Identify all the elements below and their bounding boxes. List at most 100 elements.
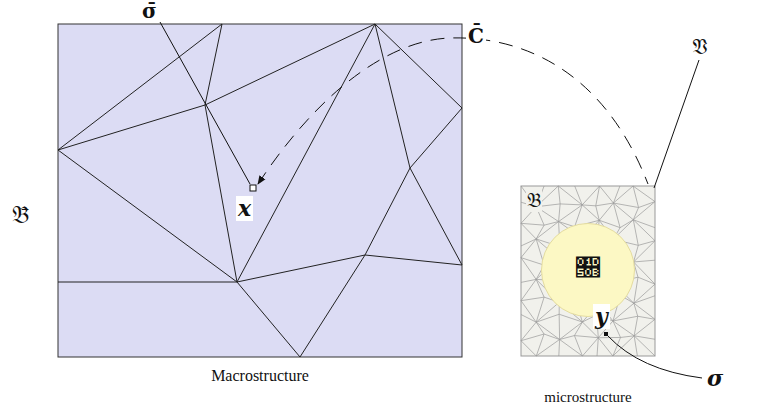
mesh-edge [582, 205, 599, 220]
mesh-edge [613, 203, 633, 220]
inclusion-circle: 𝔋 [541, 223, 635, 317]
mesh-edge [58, 24, 222, 150]
mesh-edge [613, 336, 634, 356]
mesh-edge [521, 239, 536, 258]
inclusion-shape [542, 224, 635, 317]
caption-label: Macrostructure [209, 367, 311, 385]
macrostructure-body: 𝔅̄Macrostructure [58, 24, 462, 357]
tangent-symbol: C̄ [466, 25, 486, 48]
mesh-edge [560, 203, 582, 205]
mesh-edge [639, 202, 655, 208]
inclusion-symbol: 𝔋 [575, 255, 601, 283]
mesh-edge [205, 24, 222, 105]
mesh-edge [410, 108, 462, 168]
mesh-edge [558, 186, 560, 204]
mesh-edge [544, 334, 560, 339]
stress-symbol: σ [705, 366, 725, 391]
mesh-edge [559, 205, 583, 222]
mesh-edge [559, 314, 560, 339]
mesh-edge [633, 220, 655, 241]
mesh-edge [599, 203, 613, 220]
mesh-edge [58, 150, 237, 282]
mesh-edge [58, 105, 205, 150]
body-symbol: 𝔅 [526, 189, 542, 212]
mesh-edge [613, 321, 634, 336]
mesh-edge [634, 241, 655, 262]
mesh-edge [575, 186, 582, 205]
mesh-edge [521, 258, 536, 280]
mesh-edge [237, 24, 375, 282]
mesh-edge [582, 338, 598, 356]
body-symbol: 𝔅̄ [10, 202, 31, 230]
mesh-edge [634, 260, 655, 262]
mesh-edge [536, 334, 544, 356]
scale-link-curve [258, 38, 648, 184]
mesh-edge [521, 223, 544, 225]
mesh-edge [560, 322, 583, 339]
macro-mesh [58, 24, 462, 357]
material-point [250, 185, 256, 191]
micro-point [604, 332, 608, 336]
mesh-edge [634, 262, 655, 284]
mesh-edge [558, 186, 582, 205]
mesh-edge [521, 279, 536, 282]
mesh-edge [613, 203, 638, 207]
mesh-edge [633, 220, 655, 228]
mesh-edge [613, 203, 620, 228]
mesh-edge [634, 277, 638, 303]
point-label: y [593, 304, 610, 329]
mesh-edge [633, 202, 655, 220]
micro-mesh [521, 186, 655, 356]
caption-label: microstructure [542, 389, 633, 406]
mesh-edge [634, 296, 655, 303]
mesh-edge [536, 339, 559, 356]
mesh-edge [621, 336, 635, 338]
mesh-edge [365, 255, 462, 265]
mesh-edge [613, 316, 638, 321]
mesh-edge [574, 322, 582, 336]
mesh-edge [634, 336, 655, 356]
mesh-edge [634, 284, 655, 303]
mesh-edge [521, 297, 544, 301]
mesh-edge [58, 282, 237, 283]
mesh-edge [365, 168, 410, 255]
mesh-edge [521, 341, 536, 356]
mesh-edge [536, 322, 544, 334]
mesh-edge [521, 279, 536, 300]
mesh-edge [596, 186, 600, 206]
mesh-edge [521, 301, 536, 323]
mesh-edge [536, 302, 559, 322]
mesh-edge [300, 255, 365, 357]
leader-line [654, 60, 699, 188]
mesh-edge [521, 322, 536, 341]
mesh-edge [596, 206, 600, 220]
mesh-edge [634, 316, 638, 336]
mesh-edge [638, 316, 655, 319]
mesh-edge [521, 239, 536, 246]
mesh-edge [600, 186, 614, 203]
mesh-edge [521, 334, 544, 341]
leader-line [608, 336, 702, 378]
mesh-edge [237, 255, 365, 282]
mesh-edge [375, 24, 462, 108]
macro-body [58, 24, 462, 357]
mesh-edge [574, 336, 598, 338]
leader-line [160, 22, 250, 184]
mesh-edge [205, 24, 375, 105]
mesh-edge [521, 315, 536, 323]
mesh-edge [536, 322, 559, 339]
mesh-edge [582, 186, 599, 205]
mesh-edge [237, 282, 300, 357]
mesh-edge [582, 204, 596, 206]
mesh-edge [598, 338, 613, 356]
stress-symbol: σ̄ [140, 0, 159, 23]
mesh-edge [597, 338, 598, 356]
mesh-edge [559, 204, 561, 222]
mesh-edge [575, 205, 583, 227]
point-label: x [236, 196, 253, 221]
mesh-edge [558, 339, 560, 356]
mesh-edge [638, 277, 655, 284]
mesh-edge [634, 319, 655, 336]
mesh-edge [521, 223, 536, 239]
